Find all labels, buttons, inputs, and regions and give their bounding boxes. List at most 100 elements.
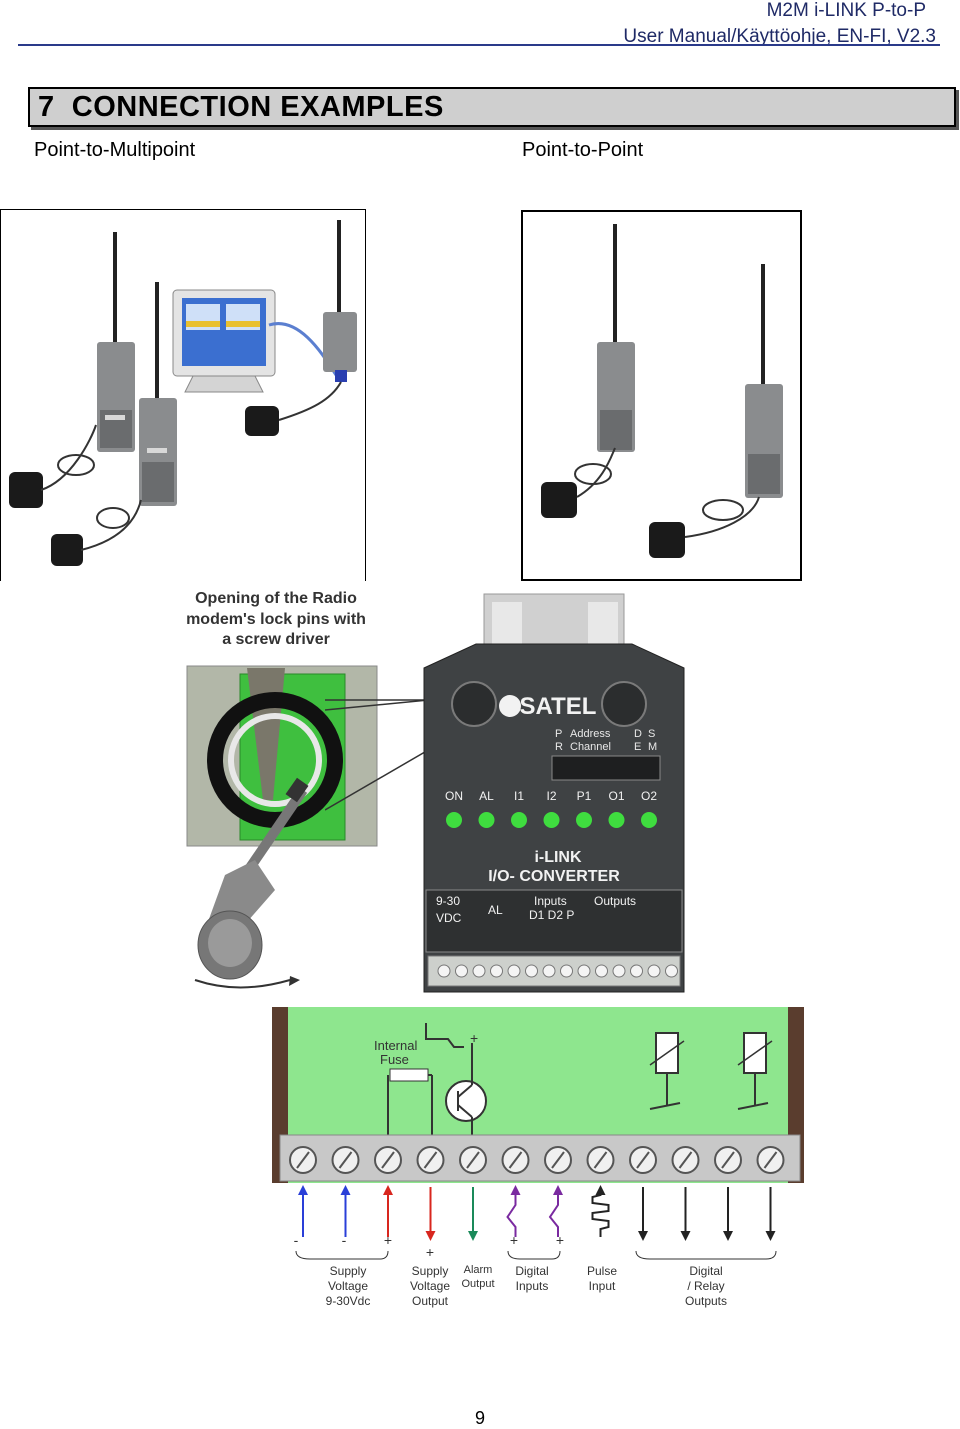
group-label: Voltage xyxy=(410,1279,450,1293)
radio-modem-icon xyxy=(745,264,783,498)
led-label: I1 xyxy=(514,789,524,803)
digital-input-switch-icon xyxy=(506,1187,517,1237)
terminal-screw-icon xyxy=(525,964,538,978)
dip-label: Address xyxy=(570,728,611,740)
status-led-icon xyxy=(576,812,592,828)
dip-label: P xyxy=(555,728,562,740)
power-adapter-icon xyxy=(541,447,616,518)
polarity-mark: - xyxy=(294,1232,299,1248)
led-label: ON xyxy=(445,789,463,803)
wiring-diagram: Internal Fuse + Supply Voltage 9-30Vdc S… xyxy=(272,1007,804,1308)
terminal-screw-icon xyxy=(665,964,678,978)
polarity-mark: + xyxy=(426,1244,434,1260)
dip-label: E xyxy=(634,741,641,753)
lock-pin-hole xyxy=(601,681,647,727)
radio-modem-icon xyxy=(597,224,635,452)
led-label: I2 xyxy=(546,789,556,803)
terminal-screw-icon xyxy=(647,964,661,978)
terminal-screw-icon xyxy=(612,964,626,978)
dip-label: R xyxy=(555,741,563,753)
led-label: O1 xyxy=(608,789,624,803)
status-led-icon xyxy=(543,812,560,828)
status-led-icon xyxy=(478,812,495,828)
group-label: Inputs xyxy=(516,1279,549,1293)
status-led-icon xyxy=(511,812,527,828)
terminal-group-labels: Supply Voltage 9-30Vdc Supply Voltage Ou… xyxy=(326,1264,727,1308)
terminal-label: Inputs xyxy=(534,894,567,908)
group-label: Digital xyxy=(515,1264,548,1278)
terminal-screw-icon xyxy=(455,964,468,978)
header-rule xyxy=(18,44,940,46)
radio-modem-icon xyxy=(139,282,177,506)
power-adapter-icon xyxy=(245,381,342,436)
terminal-screw-icon xyxy=(560,964,573,978)
terminal-screw-icon xyxy=(490,964,503,978)
transistor-icon xyxy=(445,1080,487,1122)
group-label: Digital xyxy=(689,1264,722,1278)
pulse-signal-icon xyxy=(591,1187,610,1237)
terminal-screw-icon xyxy=(542,964,556,978)
multipoint-illustration xyxy=(9,220,357,566)
group-label: 9-30Vdc xyxy=(326,1294,371,1308)
lock-pin-hole xyxy=(451,681,497,727)
dip-label: S xyxy=(648,728,655,740)
polarity-mark: + xyxy=(510,1232,518,1248)
page-number: 9 xyxy=(474,1408,485,1428)
terminal-label: VDC xyxy=(436,911,462,925)
device-name-line2: I/O- CONVERTER xyxy=(488,868,620,885)
relay-icon xyxy=(649,1032,685,1110)
status-led-icon xyxy=(641,812,657,828)
polarity-mark: + xyxy=(384,1232,392,1248)
power-adapter-icon xyxy=(649,496,760,558)
lockpin-note-line: a screw driver xyxy=(222,631,330,648)
terminal-screw-icon xyxy=(595,964,608,978)
group-label: Input xyxy=(589,1279,616,1293)
terminal-screw-icon xyxy=(577,964,591,978)
section-title-text: CONNECTION EXAMPLES xyxy=(71,91,444,123)
header-product: M2M i-LINK P-to-P xyxy=(766,0,926,21)
power-adapter-icon xyxy=(51,499,142,566)
dip-switch-block xyxy=(551,755,661,781)
group-label: Supply xyxy=(330,1264,367,1278)
satel-logo-icon xyxy=(499,695,521,717)
lockpin-detail xyxy=(186,665,425,989)
led-label: AL xyxy=(479,789,494,803)
caption-point-to-point: Point-to-Point xyxy=(522,139,644,161)
group-label: / Relay xyxy=(687,1279,724,1293)
terminal-screw-icon xyxy=(507,964,521,978)
terminal-strip xyxy=(437,964,678,978)
group-label: Output xyxy=(412,1294,449,1308)
group-label: Pulse xyxy=(587,1264,617,1278)
point-to-point-illustration xyxy=(541,224,783,558)
computer-monitor-icon xyxy=(172,289,276,393)
polarity-mark: + xyxy=(556,1232,564,1248)
status-led-icon xyxy=(446,812,462,828)
dip-label: M xyxy=(648,741,657,753)
polarity-mark: + xyxy=(470,1030,478,1046)
wire-arrows xyxy=(298,1185,776,1241)
group-label: Voltage xyxy=(328,1279,368,1293)
terminal-screw-icon xyxy=(630,964,643,978)
terminal-label: AL xyxy=(488,903,503,917)
fuse-label: Fuse xyxy=(380,1052,409,1067)
dip-label: D xyxy=(634,728,642,740)
group-label: Outputs xyxy=(685,1294,727,1308)
fuse-label: Internal xyxy=(374,1038,417,1053)
terminal-label: D1 D2 P xyxy=(529,908,574,922)
fuse-icon xyxy=(389,1068,429,1082)
header-manual: User Manual/Käyttöohje, EN-FI, V2.3 xyxy=(623,26,936,47)
relay-icon xyxy=(737,1032,773,1110)
power-adapter-icon xyxy=(9,424,97,508)
group-label: Alarm xyxy=(464,1264,493,1276)
lockpin-note-line: Opening of the Radio xyxy=(195,590,357,607)
lockpin-note-line: modem's lock pins with xyxy=(186,611,366,628)
screw-terminal-row xyxy=(289,1146,785,1174)
screwdriver-handle-icon xyxy=(197,860,275,980)
section-number: 7 xyxy=(38,91,55,123)
group-label: Supply xyxy=(412,1264,449,1278)
lockpin-note: Opening of the Radio modem's lock pins w… xyxy=(186,590,366,648)
device-name-line1: i-LINK xyxy=(534,849,582,866)
dip-label: Channel xyxy=(570,741,611,753)
